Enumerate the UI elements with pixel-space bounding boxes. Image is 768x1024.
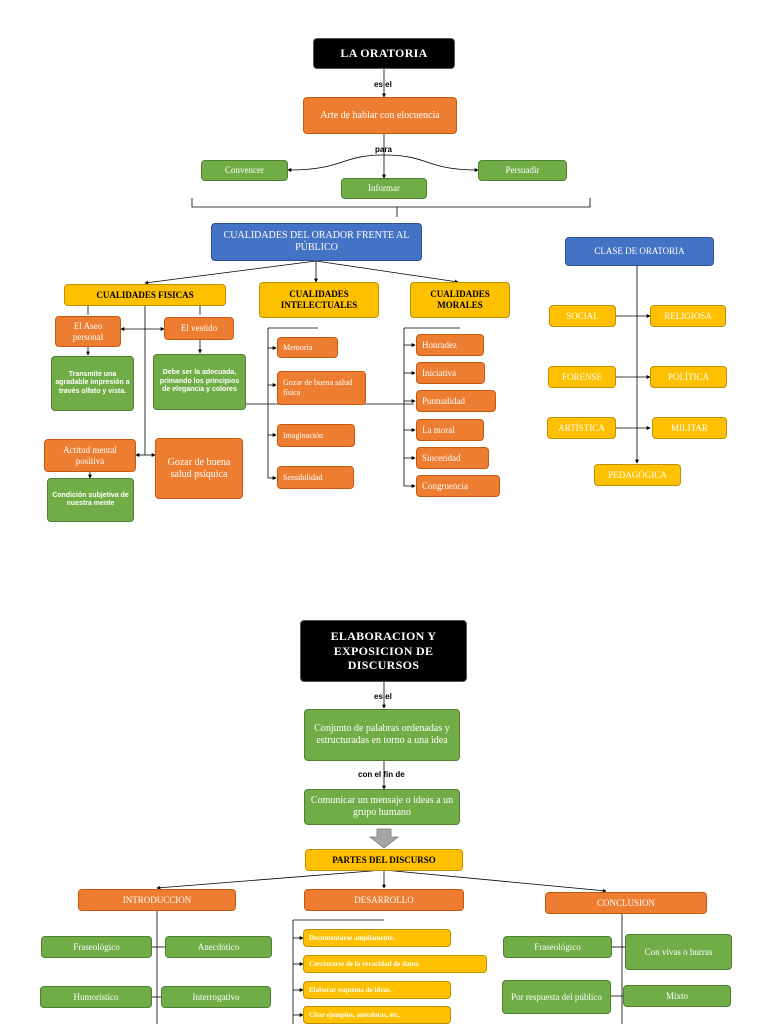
conclusion-respuesta-publico: Por respuesta del público [502,980,611,1014]
clase-militar: MILITAR [652,417,727,439]
link-es-el-top: es el [374,80,392,89]
fin-persuadir: Persuadir [478,160,567,181]
fin-convencer: Convencer [201,160,288,181]
cualidades-orador-title: CUALIDADES DEL ORADOR FRENTE AL PÚBLICO [211,223,422,261]
fisica-actitud-desc: Condición subjetiva de nuestra mente [47,478,134,522]
fisica-salud-psiquica: Gozar de buena salud psíquica [155,438,243,499]
conclusion-fraseologico: Fraseológico [503,936,612,958]
moral-puntualidad: Puntualidad [416,390,496,412]
moral-sinceridad: Sinceridad [416,447,489,469]
conclusion-mixto: Mixto [623,985,731,1007]
cualidades-morales-title: CUALIDADES MORALES [410,282,510,318]
moral-iniciativa: Iniciativa [416,362,485,384]
fisica-vestido: El vestido [164,317,234,340]
oratoria-title: LA ORATORIA [313,38,455,69]
parte-conclusion: CONCLUSION [545,892,707,914]
link-con-el-fin: con el fin de [358,770,405,779]
fisica-aseo-personal: El Aseo personal [55,316,121,347]
moral-honradez: Honradez [416,334,484,356]
clase-forense: FORENSE [548,366,616,388]
link-es-el-bottom: es el [374,692,392,701]
intro-humoristico: Humorístico [40,986,152,1008]
clases-oratoria-title: CLASE DE ORATORIA [565,237,714,266]
clase-artistica: ARTÍSTICA [547,417,616,439]
moral-la-moral: La moral [416,419,484,441]
intelectual-sensibilidad: Sensibilidad [277,466,354,489]
moral-congruencia: Congruencia [416,475,500,497]
clase-social: SOCIAL [549,305,616,327]
clase-politica: POLÍTICA [650,366,727,388]
discurso-fin: Comunicar un mensaje o ideas a un grupo … [304,789,460,825]
intelectual-salud-fisica: Gozar de buena salud física [277,371,366,405]
cualidades-fisicas-title: CUALIDADES FISICAS [64,284,226,306]
desarrollo-citar-ejemplos: Citar ejemplos, anécdotas, etc, [303,1006,451,1024]
oratoria-definicion: Arte de hablar con elocuencia [303,97,457,134]
conclusion-vivas-hurras: Con vivas o hurras [625,934,732,970]
intro-fraseologico: Fraseológico [41,936,152,958]
intelectual-memoria: Memoria [277,337,338,358]
desarrollo-cerciorarse: Cerciorarse de la veracidad de datos. [303,955,487,973]
link-para: para [375,145,392,154]
discurso-title: ELABORACION Y EXPOSICION DE DISCURSOS [300,620,467,682]
desarrollo-elaborar-esquema: Elaborar esquema de ideas. [303,981,451,999]
gray-down-arrow-icon [368,828,400,849]
intelectual-imaginacion: Imaginación [277,424,355,447]
partes-discurso-title: PARTES DEL DISCURSO [305,849,463,871]
parte-desarrollo: DESARROLLO [304,889,464,911]
cualidades-intelectuales-title: CUALIDADES INTELECTUALES [259,282,379,318]
clase-pedagogica: PEDAGÓGICA [594,464,681,486]
discurso-definicion: Conjunto de palabras ordenadas y estruct… [304,709,460,761]
fisica-aseo-desc: Transmite una agradable impresión a trav… [51,356,134,411]
fin-informar: Informar [341,178,427,199]
fisica-actitud-mental: Actitud mental positiva [44,439,136,472]
fisica-vestido-desc: Debe ser la adecuada, primando los princ… [153,354,246,410]
clase-religiosa: RELIGIOSA [650,305,726,327]
intro-interrogativo: Interrogativo [161,986,271,1008]
parte-introduccion: INTRODUCCION [78,889,236,911]
intro-anecdotico: Anecdótico [165,936,272,958]
desarrollo-documentarse: Documentarse ampliamente. [303,929,451,947]
